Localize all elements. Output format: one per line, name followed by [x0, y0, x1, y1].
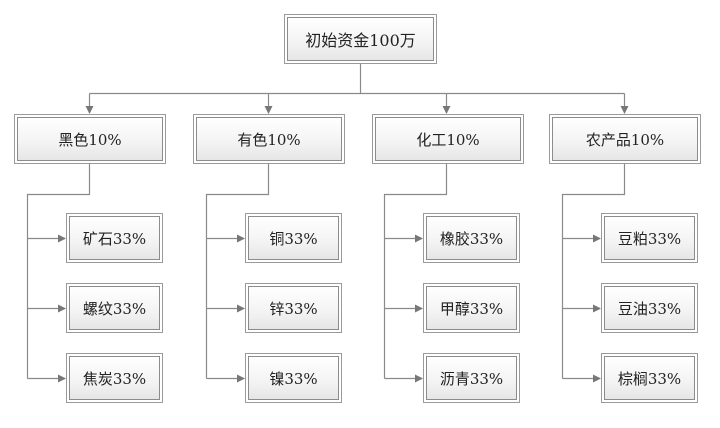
leaf-label: 豆油33%	[604, 286, 695, 330]
leaf-label: 焦炭33%	[69, 356, 160, 400]
leaf-label: 甲醇33%	[426, 286, 517, 330]
root-node: 初始资金100万	[284, 14, 437, 64]
category-label: 有色10%	[196, 117, 342, 161]
category-label: 化工10%	[375, 117, 521, 161]
leaf-label: 铜33%	[248, 216, 339, 260]
leaf-node: 沥青33%	[423, 353, 520, 403]
category-label: 黑色10%	[17, 117, 163, 161]
leaf-node: 豆油33%	[601, 283, 698, 333]
leaf-node: 焦炭33%	[66, 353, 163, 403]
leaf-label: 矿石33%	[69, 216, 160, 260]
leaf-node: 铜33%	[245, 213, 342, 263]
root-node-label: 初始资金100万	[287, 17, 434, 61]
category-node-black: 黑色10%	[14, 114, 166, 164]
leaf-node: 橡胶33%	[423, 213, 520, 263]
leaf-node: 锌33%	[245, 283, 342, 333]
leaf-node: 甲醇33%	[423, 283, 520, 333]
category-label: 农产品10%	[552, 117, 698, 161]
leaf-node: 豆粕33%	[601, 213, 698, 263]
leaf-node: 镍33%	[245, 353, 342, 403]
leaf-label: 螺纹33%	[69, 286, 160, 330]
category-node-chemical: 化工10%	[372, 114, 524, 164]
leaf-node: 棕榈33%	[601, 353, 698, 403]
leaf-label: 豆粕33%	[604, 216, 695, 260]
leaf-label: 沥青33%	[426, 356, 517, 400]
leaf-label: 棕榈33%	[604, 356, 695, 400]
category-node-nonferrous: 有色10%	[193, 114, 345, 164]
leaf-label: 镍33%	[248, 356, 339, 400]
leaf-node: 螺纹33%	[66, 283, 163, 333]
leaf-label: 锌33%	[248, 286, 339, 330]
leaf-label: 橡胶33%	[426, 216, 517, 260]
leaf-node: 矿石33%	[66, 213, 163, 263]
category-node-agricultural: 农产品10%	[549, 114, 701, 164]
